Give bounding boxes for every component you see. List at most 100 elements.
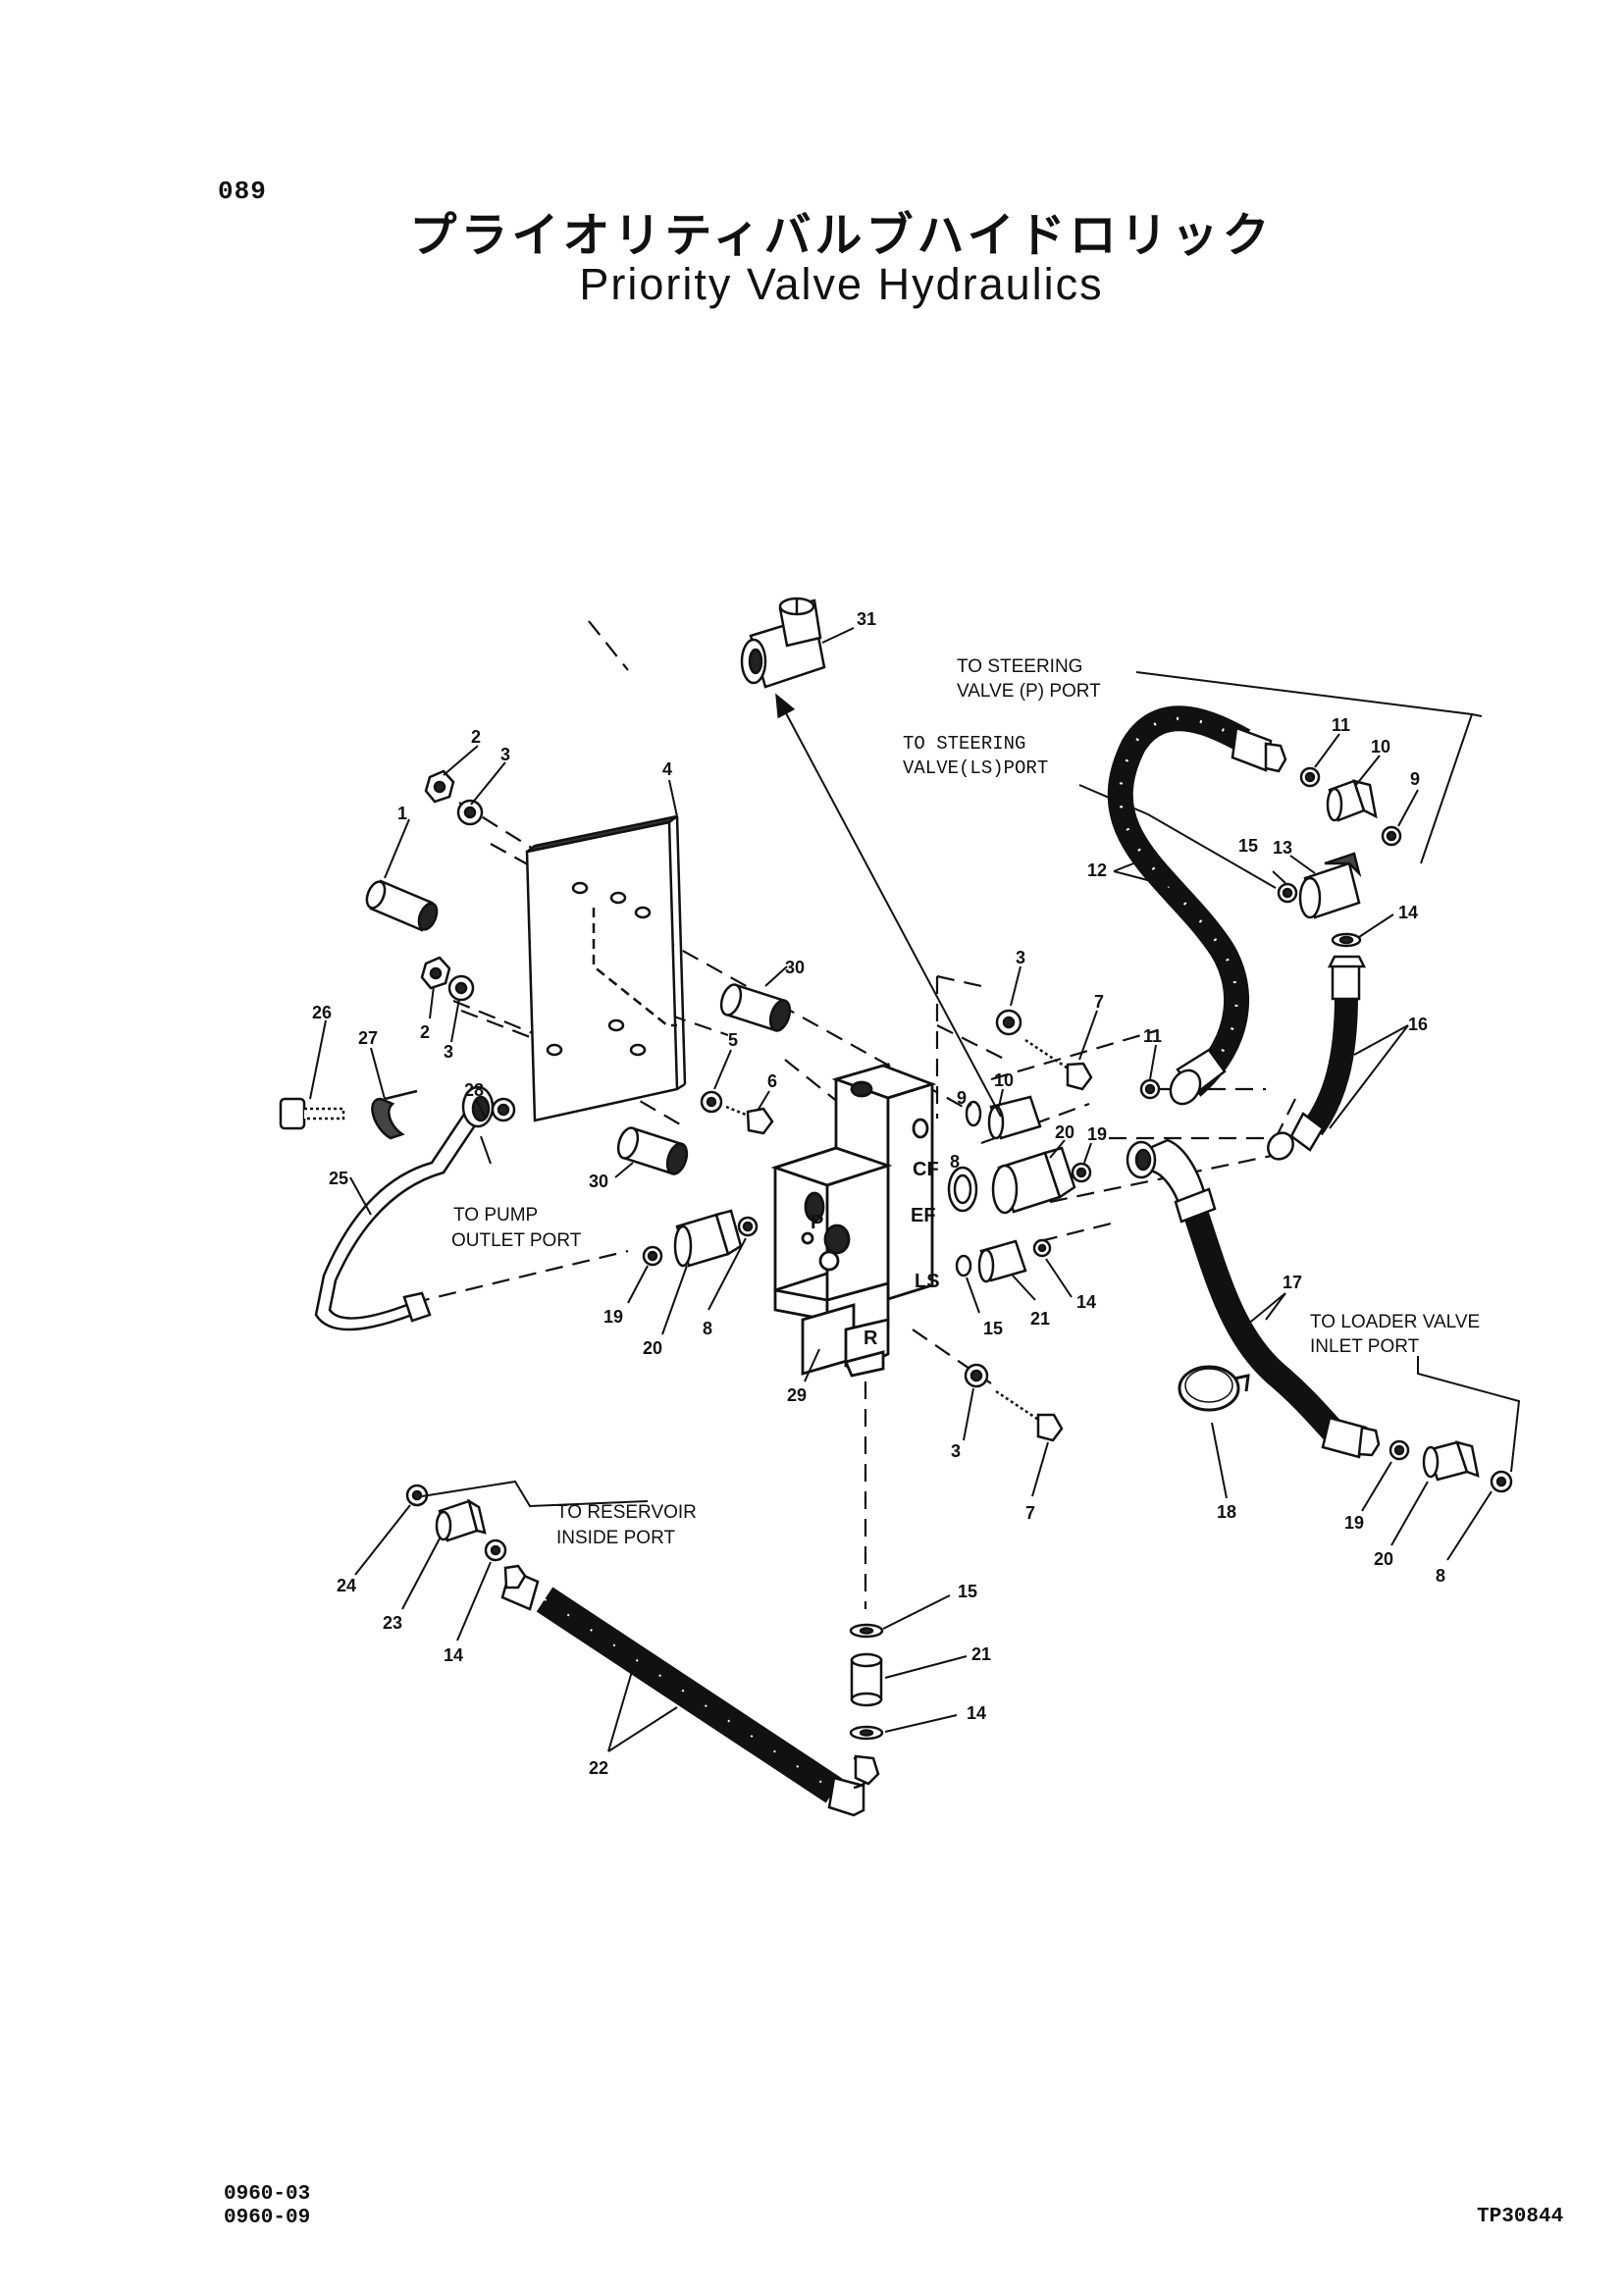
part-number: 14: [1398, 903, 1418, 922]
part-number: 10: [1371, 737, 1390, 756]
part-number: 10: [994, 1070, 1014, 1090]
bolts-3-7: [964, 1009, 1093, 1442]
leader-lines: [309, 671, 1521, 1752]
footer-code: 0960-09: [224, 2207, 311, 2229]
port-label-p: P: [811, 1212, 823, 1233]
part-number: 3: [951, 1441, 961, 1461]
part-number: 23: [383, 1613, 402, 1633]
part-number: 31: [857, 609, 876, 629]
bolt-washer-5-6: [700, 1090, 774, 1135]
part-number: 2: [420, 1022, 430, 1042]
port-label-cf: CF: [913, 1159, 939, 1180]
part-number: 9: [957, 1088, 967, 1108]
footer-codes: 0960-03 0960-09: [224, 2183, 310, 2230]
fitting-left: [642, 1209, 759, 1268]
page-number: 089: [218, 177, 267, 206]
bolt-and-clamp: [279, 1089, 418, 1140]
leader-31: [821, 627, 855, 644]
valve-port-labels: CF EF LS P R: [811, 1159, 940, 1349]
elbow-fitting-31: [740, 597, 826, 689]
fittings-bottom-center: [849, 1623, 884, 1741]
callouts: TO STEERING VALVE (P) PORT TO STEERING V…: [451, 656, 1480, 1548]
hose-17: [1182, 1207, 1344, 1442]
part-number: 22: [589, 1758, 608, 1778]
part-number: 6: [767, 1071, 777, 1091]
title-japanese: プライオリティバルブハイドロリック: [409, 208, 1274, 263]
part-number: 16: [1408, 1015, 1428, 1034]
part-number: 25: [329, 1169, 348, 1188]
part-number: 13: [1273, 838, 1292, 858]
hose-16: [1303, 995, 1358, 1136]
part-number: 7: [1025, 1503, 1035, 1523]
part-number: 19: [1087, 1124, 1107, 1144]
hose-16-ends: [1267, 955, 1367, 1161]
fittings-top-right: [1299, 766, 1402, 847]
part-number: 21: [1030, 1309, 1050, 1329]
part-number: 15: [1238, 836, 1258, 856]
callout-steering-ls-line2: VALVE(LS)PORT: [903, 757, 1048, 779]
part-number: 19: [1344, 1513, 1364, 1533]
port-label-ls: LS: [915, 1271, 940, 1292]
part-number: 8: [950, 1152, 960, 1172]
reservoir-hose-22: [536, 1587, 843, 1803]
part-number: 29: [787, 1385, 807, 1405]
part-number: 4: [662, 759, 672, 779]
part-number: 14: [444, 1645, 463, 1665]
part-numbers: 1 2 3 4 2 3 26 27 28 25 30 30 5 6 3 7 9 …: [312, 609, 1445, 1778]
part-number: 20: [1055, 1122, 1074, 1142]
callout-loader-line2: INLET PORT: [1310, 1336, 1420, 1357]
part-number: 12: [1087, 860, 1107, 880]
footer-id: TP30844: [1477, 2206, 1564, 2228]
part-number: 21: [971, 1644, 991, 1664]
part-number: 7: [1094, 992, 1104, 1012]
part-number: 5: [728, 1030, 738, 1050]
part-number: 8: [1436, 1566, 1445, 1586]
hose-22-ends: [500, 1564, 880, 1817]
hose-clamp-18: [1178, 1365, 1250, 1412]
part-number: 30: [785, 958, 805, 977]
callout-reservoir-line2: INSIDE PORT: [556, 1528, 675, 1548]
hose-12-ends: [1169, 726, 1287, 1106]
fittings-right-of-valve: [947, 1078, 1161, 1283]
steering-hose-12: [1107, 705, 1251, 1097]
part-number: 17: [1283, 1273, 1302, 1292]
part-number: 11: [1332, 715, 1350, 735]
part-number: 27: [358, 1028, 378, 1048]
callout-pump-line2: OUTLET PORT: [451, 1230, 582, 1251]
part-number: 9: [1410, 769, 1420, 789]
elbow-13: [1277, 852, 1362, 948]
part-number: 19: [603, 1307, 623, 1327]
part-number: 20: [1374, 1549, 1393, 1569]
callout-steering-p-line1: TO STEERING: [957, 656, 1082, 677]
part-number: 20: [643, 1338, 662, 1358]
part-number: 24: [337, 1576, 356, 1595]
port-label-ef: EF: [911, 1205, 936, 1226]
part-number: 8: [703, 1319, 712, 1338]
spacer-tubes: [616, 983, 792, 1175]
footer-code: 0960-03: [224, 2183, 311, 2206]
hose-17-ends: [1126, 1138, 1381, 1459]
priority-valve-body: [770, 1063, 937, 1378]
part-number: 15: [983, 1319, 1003, 1338]
part-number: 15: [958, 1582, 977, 1601]
spacer-pin: [365, 879, 439, 932]
callout-steering-ls-line1: TO STEERING: [903, 733, 1025, 755]
part-number: 11: [1143, 1026, 1162, 1046]
part-number: 1: [397, 804, 407, 823]
part-number: 18: [1217, 1502, 1236, 1522]
title-english: Priority Valve Hydraulics: [579, 259, 1104, 309]
part-number: 30: [589, 1172, 608, 1191]
part-number: 3: [1016, 948, 1025, 967]
part-number: 3: [444, 1042, 453, 1062]
mounting-plate: [525, 814, 687, 1122]
part-number: 28: [464, 1080, 484, 1100]
part-number: 14: [1076, 1292, 1096, 1312]
callout-pump-line1: TO PUMP: [453, 1205, 538, 1225]
fittings-bottom-left: [405, 1484, 507, 1562]
part-number: 2: [471, 727, 481, 747]
callout-loader-line1: TO LOADER VALVE: [1310, 1312, 1480, 1332]
part-number: 26: [312, 1003, 332, 1022]
callout-steering-p-line2: VALVE (P) PORT: [957, 681, 1101, 702]
port-label-r: R: [864, 1328, 878, 1349]
